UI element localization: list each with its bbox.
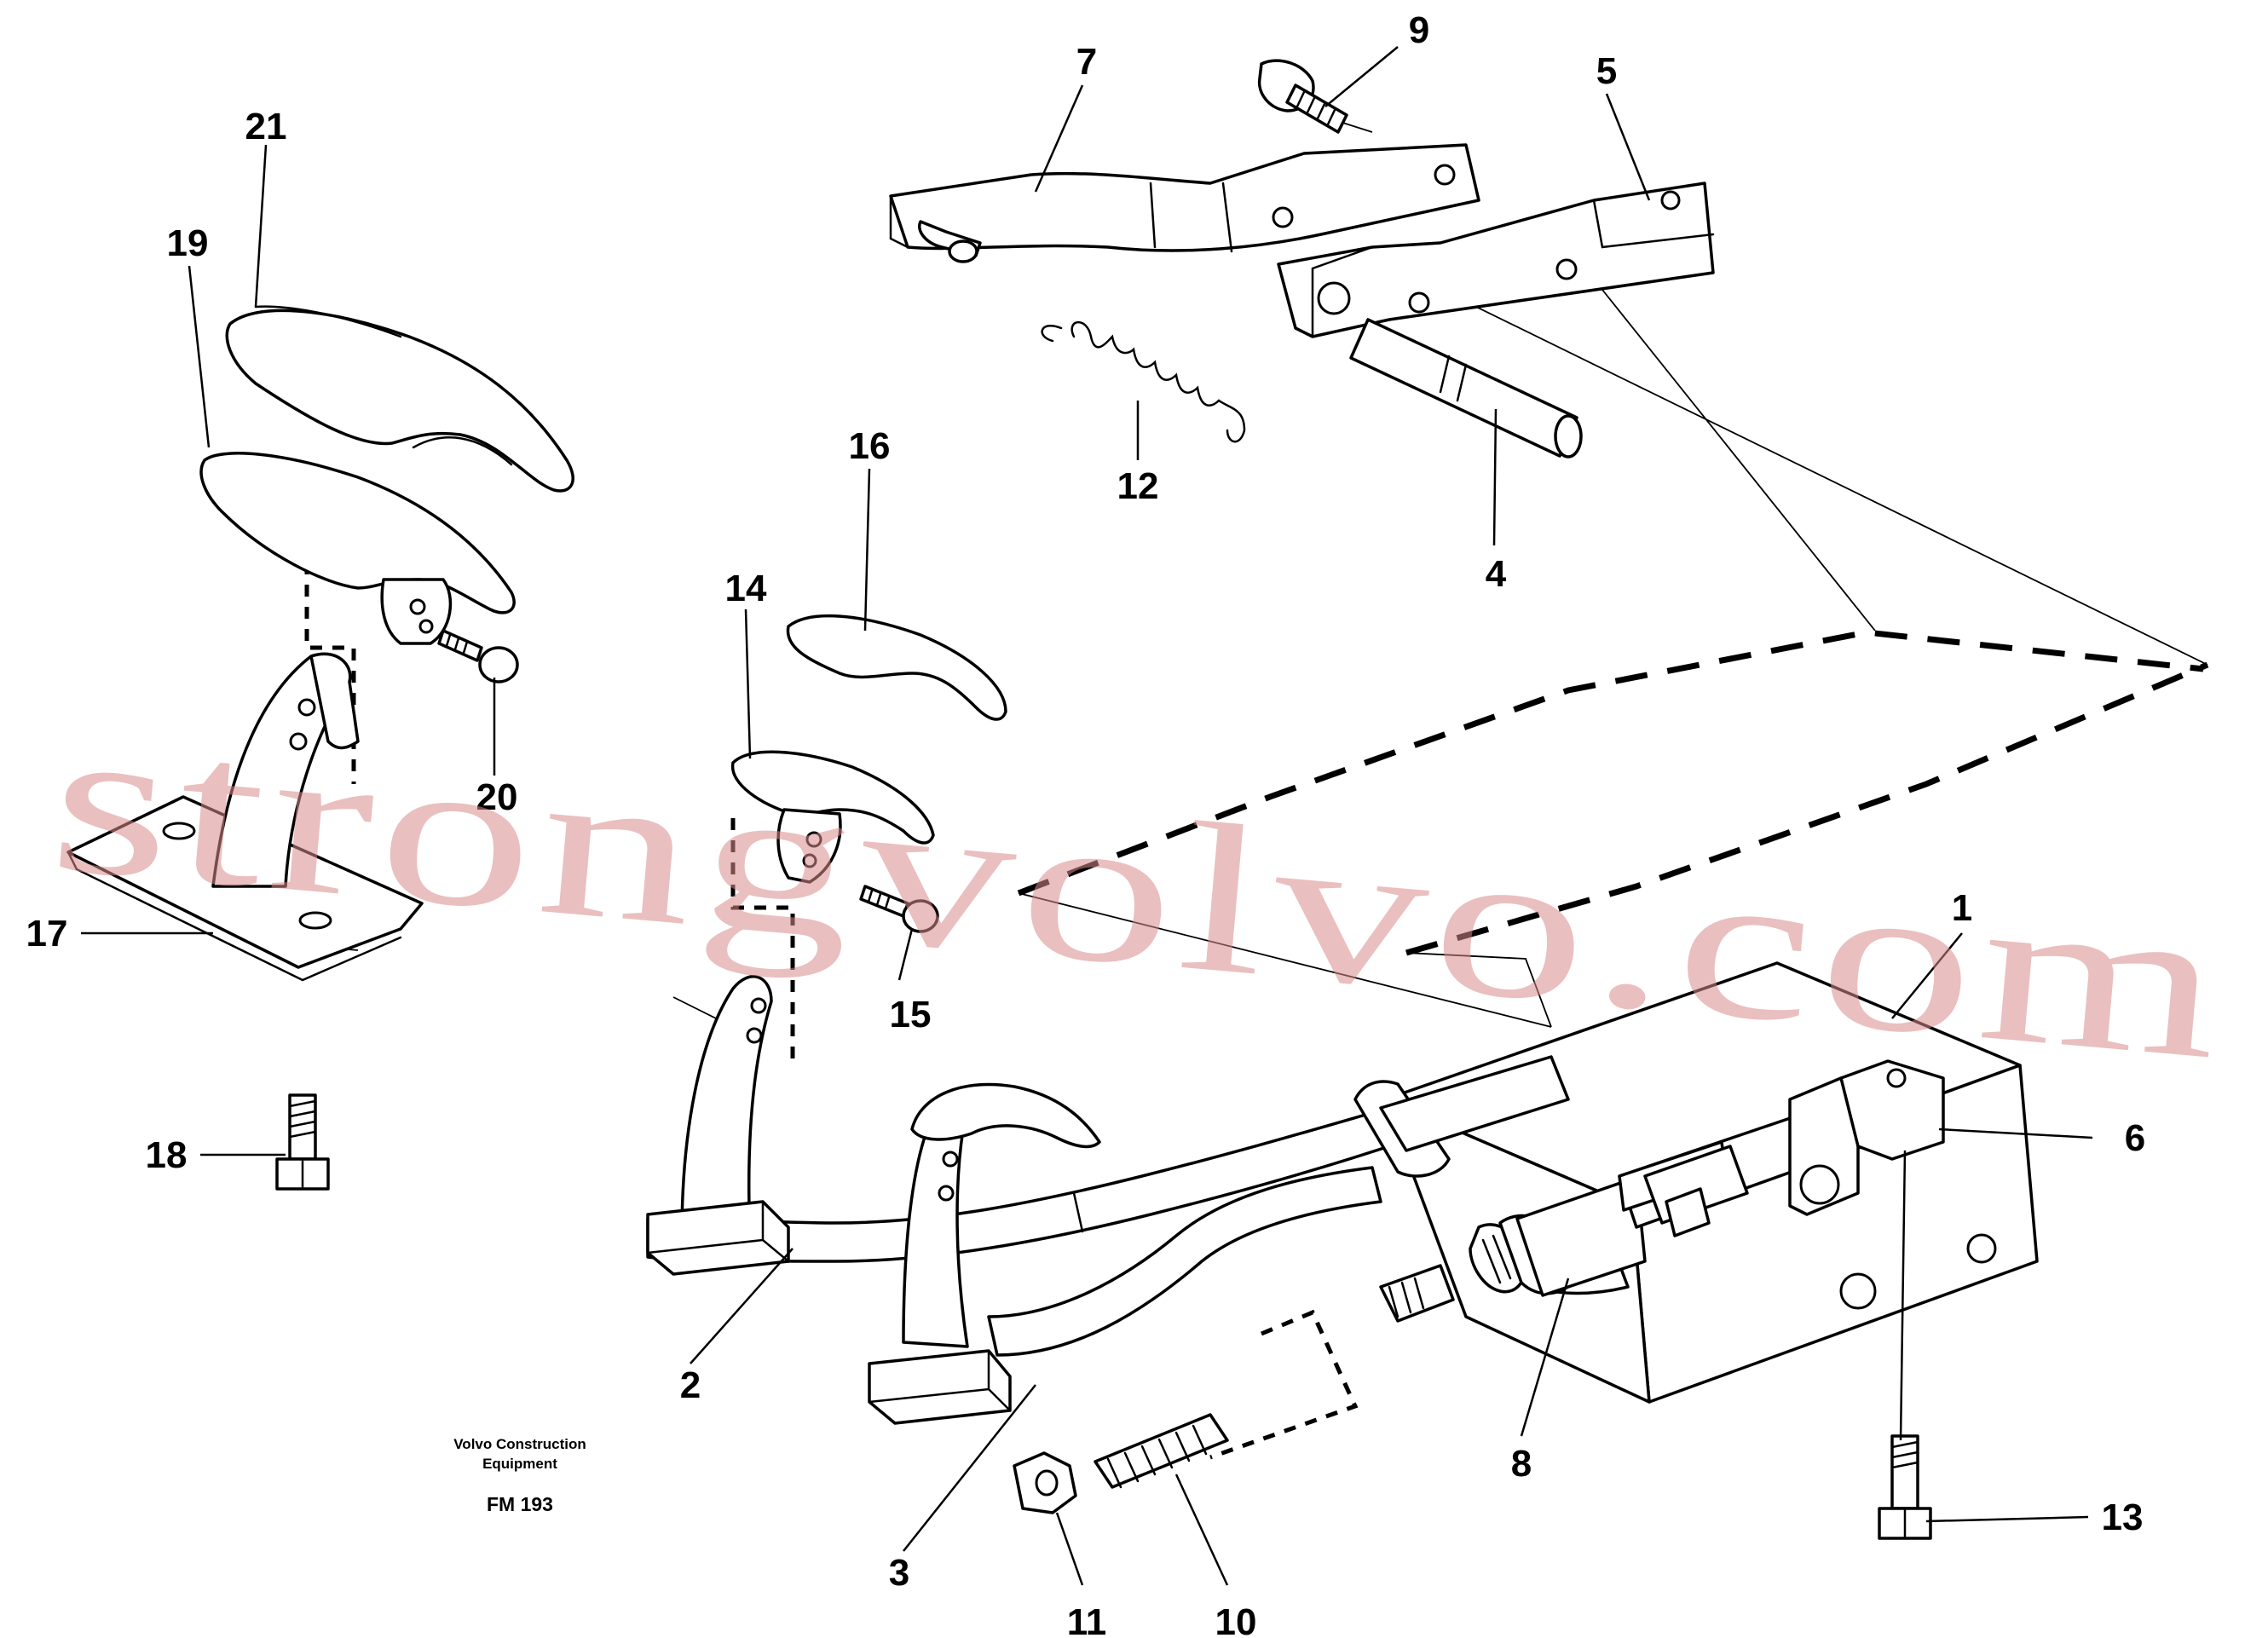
part-18-bolt	[275, 1093, 330, 1191]
callout-1: 1	[1952, 887, 1972, 929]
callout-7: 7	[1076, 41, 1097, 83]
callout-16: 16	[849, 425, 891, 467]
callout-6: 6	[2125, 1117, 2145, 1159]
callout-21: 21	[245, 106, 287, 147]
callout-18: 18	[146, 1134, 188, 1176]
callout-20: 20	[476, 776, 518, 818]
caption-line-2: Equipment	[482, 1456, 557, 1472]
caption-line-1: Volvo Construction	[453, 1436, 586, 1452]
part-5-bracket	[1277, 182, 1715, 338]
part-10-spring	[1094, 1413, 1229, 1489]
callout-15: 15	[890, 994, 932, 1035]
part-15-screw	[859, 885, 939, 933]
callout-3: 3	[889, 1552, 909, 1594]
callout-labels: 1 2 3 4 5 6 7 8 9 10 11 12 13 14 15 16 1…	[26, 9, 2146, 1638]
part-7-upper-lever	[889, 143, 1480, 263]
part-11-nut	[1013, 1451, 1077, 1514]
part-6-bracket	[1788, 1059, 1945, 1216]
callout-19: 19	[167, 222, 209, 264]
part-17-pedal-arm-plate	[66, 652, 424, 982]
callout-10: 10	[1215, 1601, 1257, 1638]
callout-4: 4	[1486, 553, 1507, 595]
part-14-pedal-pad	[730, 750, 935, 884]
part-20-screw	[437, 629, 519, 683]
callout-11: 11	[1067, 1601, 1107, 1638]
leader-lines	[81, 46, 2093, 1586]
callout-9: 9	[1409, 9, 1429, 51]
part-13-bolt	[1878, 1434, 1932, 1540]
part-3-pedal-lever	[868, 1082, 1382, 1425]
part-19-pedal-pad	[199, 452, 516, 645]
diagram-caption: Volvo Construction Equipment FM 193	[453, 1436, 586, 1515]
callout-13: 13	[2102, 1497, 2144, 1538]
callout-5: 5	[1596, 50, 1617, 92]
watermark: strongvolvo.com	[43, 679, 2236, 1104]
callout-8: 8	[1511, 1443, 1532, 1485]
part-21-pedal-pad	[225, 305, 574, 493]
callout-2: 2	[680, 1364, 701, 1406]
assembly-lines	[216, 101, 2209, 1460]
caption-code: FM 193	[487, 1493, 553, 1515]
callout-12: 12	[1117, 465, 1159, 507]
callout-17: 17	[26, 913, 68, 955]
part-16-pedal-pad	[786, 614, 1007, 721]
part-9-bolt	[1257, 59, 1348, 134]
part-12-spring	[1041, 320, 1246, 443]
part-4-shaft	[1349, 318, 1583, 459]
callout-14: 14	[725, 568, 767, 609]
